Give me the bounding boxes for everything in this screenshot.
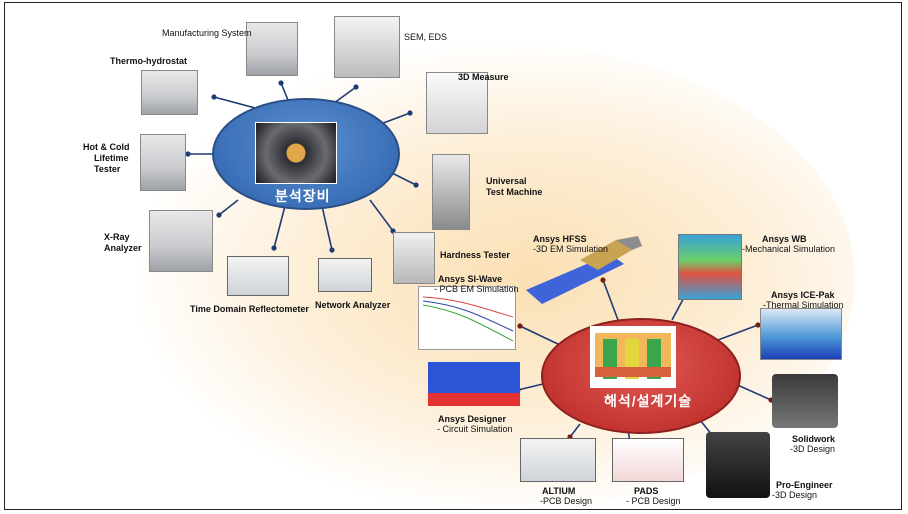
label-hardness: Hardness Tester <box>440 250 510 260</box>
label-thermo: Thermo-hydrostat <box>110 56 188 66</box>
si-wave-plot-image <box>418 286 516 350</box>
label-designer-1: Ansys Designer <box>438 414 507 424</box>
chip-inspection-image <box>255 122 337 184</box>
3d-measure-image <box>426 72 488 134</box>
altium-screenshot-image <box>520 438 596 482</box>
x-ray-analyzer-image <box>149 210 213 272</box>
solidwork-model-image <box>772 374 838 428</box>
label-proengineer-1: Pro-Engineer <box>776 480 833 490</box>
spoke-utm <box>389 171 417 186</box>
label-tdr: Time Domain Reflectometer <box>190 304 309 314</box>
tdr-image <box>227 256 289 296</box>
label-siwave-2: - PCB EM Simulation <box>434 284 519 294</box>
label-altium-2: -PCB Design <box>540 496 593 506</box>
label-sem: SEM, EDS <box>404 32 448 42</box>
spoke-hfss <box>602 279 619 321</box>
pro-engineer-model-image <box>706 432 770 498</box>
icepak-simulation-image <box>760 308 842 360</box>
thermo-hydrostat-image <box>141 70 198 115</box>
label-utm-1: Universal <box>486 176 527 186</box>
label-xray-1: X-Ray <box>104 232 130 242</box>
label-3dmeasure: 3D Measure <box>458 72 509 82</box>
spoke-network <box>321 205 333 251</box>
label-manufacturing: Manufacturing System <box>162 28 252 38</box>
label-xray-2: Analyzer <box>104 243 142 253</box>
label-hotcold-3: Tester <box>94 164 121 174</box>
designer-eye-diagram-image <box>428 362 520 406</box>
spoke-xray <box>218 199 239 216</box>
package-model-image <box>590 326 676 388</box>
pads-screenshot-image <box>612 438 684 482</box>
label-hfss-1: Ansys HFSS <box>533 234 587 244</box>
spoke-hardness <box>369 199 394 232</box>
label-pads-1: PADS <box>634 486 659 496</box>
spoke-altium <box>569 423 581 438</box>
manufacturing-system-image <box>246 22 298 76</box>
label-hotcold-2: Lifetime <box>94 153 129 163</box>
label-solidwork-2: -3D Design <box>790 444 836 454</box>
label-proengineer-2: -3D Design <box>772 490 818 500</box>
hfss-simulation-image <box>520 234 646 306</box>
equipment-hub-label: 분석장비 <box>275 188 331 204</box>
spoke-tdr <box>273 205 286 249</box>
label-hotcold-1: Hot & Cold <box>83 142 130 152</box>
wb-simulation-image <box>678 234 742 300</box>
spoke-thermo <box>213 96 256 109</box>
analysis-hub-label: 해석/설계기술 <box>604 393 693 409</box>
label-designer-2: - Circuit Simulation <box>437 424 513 434</box>
label-network: Network Analyzer <box>315 300 391 310</box>
network-analyzer-image <box>318 258 372 292</box>
label-utm-2: Test Machine <box>486 187 543 197</box>
label-icepak-2: -Thermal Simulation <box>763 300 844 310</box>
hardness-tester-image <box>393 232 435 284</box>
universal-test-machine-image <box>432 154 470 230</box>
label-altium-1: ALTIUM <box>542 486 576 496</box>
label-hfss-2: -3D EM Simulation <box>533 244 609 254</box>
label-solidwork-1: Solidwork <box>792 434 836 444</box>
label-siwave-1: Ansys SI-Wave <box>438 274 503 284</box>
spoke-siwave <box>519 325 561 346</box>
label-pads-2: - PCB Design <box>626 496 681 506</box>
sem-eds-image <box>334 16 400 78</box>
hot-cold-tester-image <box>140 134 186 191</box>
spoke-icepak <box>717 324 759 341</box>
label-wb-2: -Mechanical Simulation <box>742 244 836 254</box>
spoke-manufacturing <box>280 82 289 101</box>
label-icepak-1: Ansys ICE-Pak <box>771 290 835 300</box>
label-wb-1: Ansys WB <box>762 234 807 244</box>
